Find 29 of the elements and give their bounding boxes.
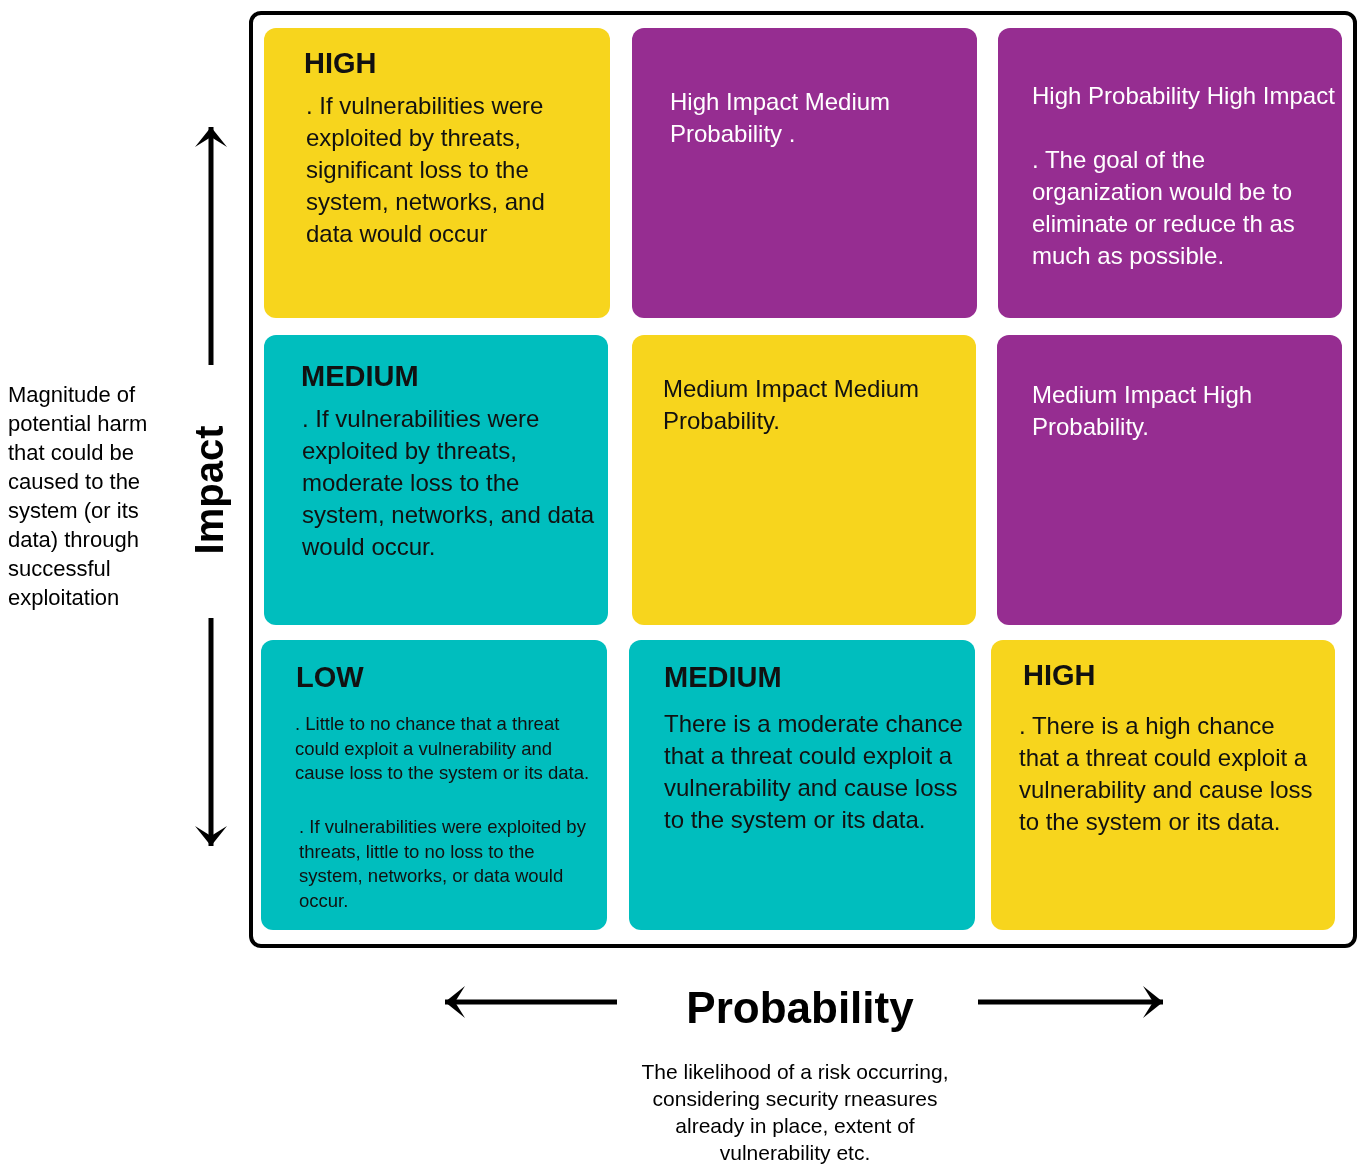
cell-text: . If vulnerabilities were exploited by threats, significant loss to the system, networks, and data would occur	[306, 91, 546, 249]
matrix-cell	[629, 640, 975, 930]
cell-text: Medium Impact Medium Probability.	[663, 374, 921, 436]
matrix-cell	[997, 335, 1342, 625]
matrix-cell	[632, 335, 976, 625]
matrix-cell	[264, 335, 608, 625]
axis-title: Impact	[186, 424, 232, 557]
cell-text: Medium Impact High Probability.	[1032, 380, 1254, 442]
cell-text: . Little to no chance that a threat could exploit a vulnerability and cause loss to the system or its data.	[295, 712, 591, 786]
cell-text: High Impact Medium Probability .	[670, 87, 892, 149]
matrix-cell	[632, 28, 977, 318]
cell-heading: HIGH	[1023, 660, 1097, 692]
cell-heading: LOW	[296, 662, 365, 694]
axis-title: Probability	[685, 982, 915, 1034]
axis-description: The likelihood of a risk occurring, considering security rneasures already in place, extent of vulnerability etc.	[640, 1059, 950, 1166]
matrix-cell	[261, 640, 607, 930]
cell-heading: HIGH	[304, 48, 378, 80]
matrix-cell	[991, 640, 1335, 930]
cell-text: There is a moderate chance that a threat could exploit a vulnerability and cause loss to the system or its data.	[664, 709, 964, 835]
cell-heading: MEDIUM	[301, 361, 420, 393]
axis-description: Magnitude of potential harm that could be caused to the system (or its data) through successful exploitation	[8, 381, 149, 612]
matrix-cell	[998, 28, 1342, 318]
matrix-cell	[264, 28, 610, 318]
cell-text: . If vulnerabilities were exploited by threats, moderate loss to the system, networks, and data would occur.	[302, 404, 596, 562]
cell-text: . If vulnerabilities were exploited by threats, little to no loss to the system, networks, or data would occur.	[299, 815, 587, 913]
cell-heading: MEDIUM	[664, 662, 783, 694]
cell-text: . There is a high chance that a threat could exploit a vulnerability and cause loss to the system or its data.	[1019, 711, 1314, 837]
cell-text: High Probability High Impact	[1032, 81, 1336, 111]
cell-text: . The goal of the organization would be to eliminate or reduce th as much as possible.	[1032, 145, 1296, 271]
